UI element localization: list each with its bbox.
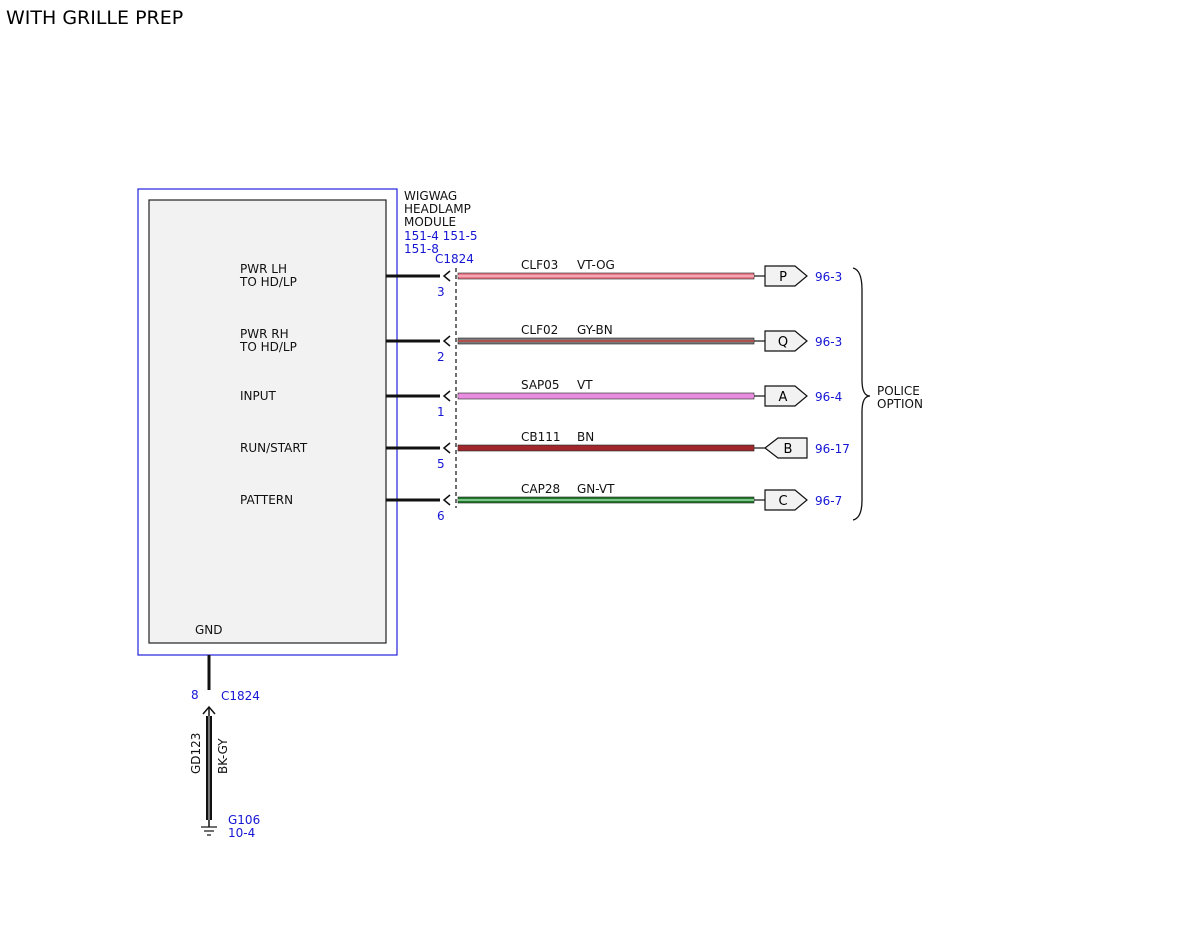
circuit-id: CLF03: [521, 258, 558, 272]
module-name-2: HEADLAMP: [404, 202, 471, 216]
option-label-1: POLICE: [877, 384, 920, 398]
pin-label: PWR LH: [240, 262, 287, 276]
wire-stripe: [458, 447, 754, 449]
page-ref[interactable]: 96-17: [815, 442, 850, 456]
terminal-chevron-icon: [442, 335, 451, 347]
pin-label: RUN/START: [240, 441, 308, 455]
pin-number: 1: [437, 405, 445, 419]
connector-letter: B: [784, 442, 793, 457]
wire-color: VT-OG: [577, 258, 615, 272]
pin-label-2: TO HD/LP: [239, 340, 297, 354]
gnd-circuit-id: GD123: [189, 733, 203, 774]
module-page-refs-1[interactable]: 151-4 151-5: [404, 229, 478, 243]
circuit-id: CB111: [521, 430, 561, 444]
circuit-id: CAP28: [521, 482, 560, 496]
pin-label-2: TO HD/LP: [239, 275, 297, 289]
page-ref[interactable]: 96-4: [815, 390, 842, 404]
ground-page-ref[interactable]: 10-4: [228, 826, 255, 840]
pin-label: INPUT: [240, 389, 277, 403]
page-ref[interactable]: 96-3: [815, 270, 842, 284]
module-page-refs-2[interactable]: 151-8: [404, 242, 439, 256]
pin-label: PWR RH: [240, 327, 289, 341]
wire-color: BN: [577, 430, 594, 444]
circuit-id: CLF02: [521, 323, 558, 337]
pin-label: PATTERN: [240, 493, 293, 507]
connector-letter: A: [779, 390, 788, 405]
off-page-connector[interactable]: [764, 265, 808, 287]
option-label-2: OPTION: [877, 397, 923, 411]
gnd-pin-label: GND: [195, 623, 223, 637]
off-page-connector[interactable]: [764, 330, 808, 352]
module-name-3: MODULE: [404, 215, 456, 229]
module-name-1: WIGWAG: [404, 189, 457, 203]
pin-number: 6: [437, 509, 445, 523]
connector-letter: C: [778, 494, 787, 509]
connector-letter: Q: [778, 335, 788, 350]
wire-stripe: [458, 275, 754, 277]
gnd-connector-id[interactable]: C1824: [221, 689, 260, 703]
terminal-chevron-icon: [442, 390, 451, 402]
gnd-wire-stripe: [208, 716, 210, 820]
page-ref[interactable]: 96-3: [815, 335, 842, 349]
wire-color: VT: [577, 378, 593, 392]
pin-number: 3: [437, 285, 445, 299]
gnd-wire-color: BK-GY: [216, 738, 230, 774]
connector-id[interactable]: C1824: [435, 252, 474, 266]
wire-color: GY-BN: [577, 323, 613, 337]
module-body: [148, 199, 387, 644]
connector-letter: P: [779, 270, 787, 285]
wire-color: GN-VT: [577, 482, 615, 496]
diagram-title: WITH GRILLE PREP: [6, 7, 183, 29]
gnd-pin-number: 8: [191, 688, 199, 702]
off-page-connector[interactable]: [764, 489, 808, 511]
off-page-connector[interactable]: [764, 385, 808, 407]
terminal-chevron-icon: [442, 494, 451, 506]
ground-icon: [201, 826, 217, 836]
module-outline: [137, 188, 398, 656]
wire-stripe: [458, 499, 754, 501]
circuit-id: SAP05: [521, 378, 560, 392]
option-brace: [852, 267, 871, 521]
terminal-chevron-icon: [442, 442, 451, 454]
wire-stripe: [458, 340, 754, 342]
off-page-connector[interactable]: [764, 437, 808, 459]
pin-number: 2: [437, 350, 445, 364]
pin-number: 5: [437, 457, 445, 471]
terminal-chevron-icon: [442, 270, 451, 282]
page-ref[interactable]: 96-7: [815, 494, 842, 508]
ground-id[interactable]: G106: [228, 813, 260, 827]
wire-stripe: [458, 395, 754, 397]
